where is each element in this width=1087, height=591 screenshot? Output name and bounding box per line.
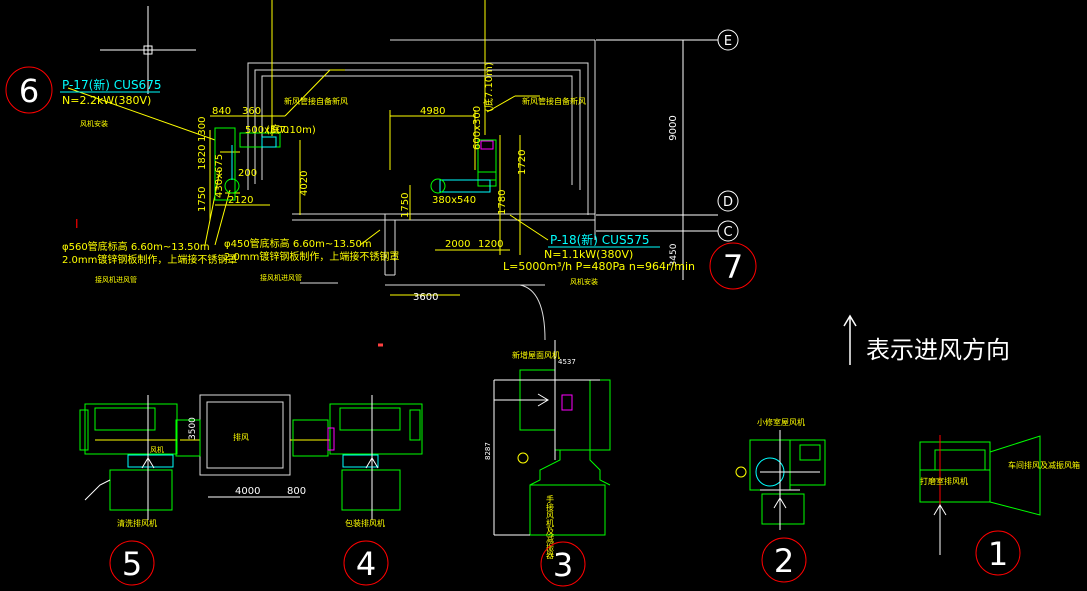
pipe-note-560: φ560管底标高 6.60m~13.50m — [62, 240, 210, 253]
dim-3500: 3500 — [188, 417, 198, 440]
axis-bubble-c: C — [717, 220, 739, 242]
legend-text: 表示进风方向 — [866, 336, 1010, 364]
thickness-note-2: 2.0mm镀锌钢板制作，上端接不锈钢罩 — [224, 250, 399, 263]
detail-5-4: 风机 排风 3500 4000 800 清洗排风机 包装排风机 — [79, 394, 423, 586]
detail-3: 新增屋面风机 4537 8287 手接风机及减振器 3 — [484, 340, 611, 587]
dim-800: 800 — [287, 486, 306, 497]
dim-2000: 2000 — [445, 239, 470, 250]
duct-right — [430, 139, 497, 194]
plan-view: E D C 9000 3450 — [5, 0, 757, 347]
dim-4020: 4020 — [299, 171, 310, 196]
dim-9000: 9000 — [668, 115, 679, 140]
d2-top-label: 小修室屋风机 — [757, 417, 805, 427]
svg-text:5: 5 — [122, 545, 142, 583]
riser-lines — [271, 0, 486, 136]
d5-box-label: 风机 — [150, 445, 164, 454]
dim-500x500: 500x500 — [245, 125, 289, 136]
dim-200: 200 — [238, 168, 257, 179]
dim-4537: 4537 — [558, 358, 576, 366]
detail-marker-5: 5 — [109, 540, 155, 586]
detail-marker-7: 7 — [709, 242, 757, 290]
svg-text:L=5000m³/h P=480Pa n=964r/mi: L=5000m³/h P=480Pa n=964r/min — [503, 260, 695, 273]
svg-text:N=1.1kW(380V): N=1.1kW(380V) — [544, 248, 633, 261]
pipe-note-450: φ450管底标高 6.60m~13.50m — [224, 237, 372, 250]
duct-note-1: 新风管接自备新风 — [284, 96, 348, 106]
svg-text:P-18(新) CUS575: P-18(新) CUS575 — [550, 232, 649, 247]
dim-1200: 1200 — [478, 239, 503, 250]
detail-marker-2: 2 — [761, 537, 807, 583]
dim-1720: 1720 — [517, 150, 528, 175]
dim-1750-left: 1750 — [197, 187, 208, 212]
d5-label: 清洗排风机 — [117, 518, 157, 528]
svg-text:7: 7 — [723, 248, 743, 286]
d1-side-label: 车间排风及减振风箱 — [1008, 460, 1080, 470]
sub-note-1: 接风机进风管 — [95, 275, 137, 284]
svg-text:C: C — [723, 225, 732, 240]
dim-1750-right: 1750 — [400, 193, 411, 218]
d3-body-label: 手接风机及减振器 — [546, 494, 555, 560]
duct-left — [214, 127, 281, 201]
dim-360: 360 — [242, 106, 261, 117]
svg-text:6: 6 — [19, 72, 39, 110]
d4-inner-label: 排风 — [233, 432, 249, 442]
detail-marker-1: 1 — [975, 530, 1021, 576]
svg-text:风机安装: 风机安装 — [570, 277, 598, 286]
airflow-legend: 表示进风方向 — [843, 314, 1010, 365]
dimension-lines — [67, 69, 549, 296]
dim-4980: 4980 — [420, 106, 445, 117]
svg-text:D: D — [723, 195, 733, 210]
d3-top-label: 新增屋面风机 — [512, 350, 560, 360]
dim-3600: 3600 — [413, 292, 438, 303]
dim-3450: 3450 — [669, 243, 679, 266]
detail-marker-6: 6 — [5, 66, 53, 114]
elev-left: (底7.10m) — [266, 123, 316, 136]
duct-note-2: 新风管接自备新风 — [522, 96, 586, 106]
svg-text:1: 1 — [988, 535, 1008, 573]
dim-2120: 2120 — [228, 195, 253, 206]
room-walls — [247, 39, 596, 341]
dim-840: 840 — [212, 106, 231, 117]
svg-text:N=2.2kW(380V): N=2.2kW(380V) — [62, 94, 151, 107]
detail-marker-4: 4 — [343, 540, 389, 586]
d1-top-label: 打磨室排风机 — [920, 476, 968, 486]
dim-4000: 4000 — [235, 486, 260, 497]
dim-600x300: 600x300 — [472, 106, 483, 150]
partition-walls — [300, 282, 383, 347]
svg-text:3: 3 — [553, 546, 573, 584]
unit-label-p18: P-18(新) CUS575 N=1.1kW(380V) L=5000m³/h … — [503, 232, 695, 286]
detail-2: 小修室屋风机 2 — [735, 417, 826, 583]
dim-1780: 1780 — [497, 190, 508, 215]
sub-note-2: 接风机进风管 — [260, 273, 302, 282]
dim-1300: 1300 — [197, 117, 208, 142]
axis-bubble-e: E — [717, 29, 739, 51]
dim-380x540: 380x540 — [432, 195, 476, 206]
svg-text:4: 4 — [356, 545, 376, 583]
svg-text:E: E — [724, 34, 732, 49]
svg-text:P-17(新) CUS675: P-17(新) CUS675 — [62, 77, 161, 92]
dim-8287: 8287 — [484, 442, 492, 460]
dim-430x675: 430x675 — [214, 154, 225, 198]
detail-marker-3: 3 — [540, 541, 586, 587]
elev-right: (底7.10m) — [482, 62, 495, 112]
dim-1820: 1820 — [197, 145, 208, 170]
axis-bubble-d: D — [717, 190, 739, 212]
ibeam-marker: I — [75, 217, 79, 231]
thickness-note-1: 2.0mm镀锌钢板制作，上端接不锈钢罩 — [62, 253, 237, 266]
cursor-crosshair-icon — [100, 6, 196, 94]
svg-text:2: 2 — [774, 542, 794, 580]
unit-label-p17: P-17(新) CUS675 N=2.2kW(380V) 风机安装 — [60, 77, 161, 128]
detail-1: 打磨室排风机 车间排风及减振风箱 1 — [919, 435, 1080, 576]
d4-label: 包装排风机 — [345, 518, 385, 528]
axis-grid-lines — [596, 39, 718, 280]
svg-text:风机安装: 风机安装 — [80, 119, 108, 128]
